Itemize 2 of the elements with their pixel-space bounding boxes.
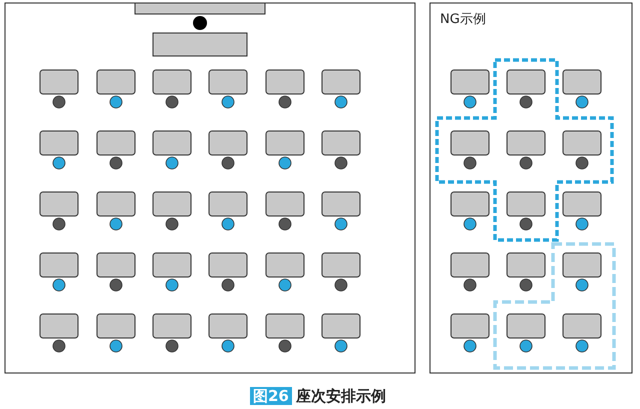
panel-label: NG示例 bbox=[440, 11, 486, 28]
figure-caption: 图26 座次安排示例 bbox=[250, 387, 386, 406]
